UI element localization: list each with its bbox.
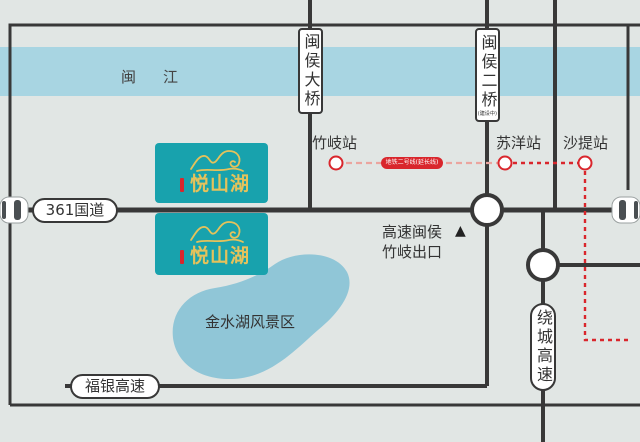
brand-seal-mark [180,178,184,192]
bridge-name: 闽侯大桥 [301,33,321,109]
logo-water-line [196,238,244,243]
jinshui-lake [172,254,350,380]
interchange-circle-minhou [470,193,504,227]
logo-mountain-line [190,150,241,170]
outer-road-frame [8,23,640,405]
brand-name: 悦山湖 [189,245,250,267]
station-label-zhuqi: 竹岐站 [312,134,358,152]
brand-card-1: 悦山湖 [155,143,268,203]
road-label-raocheng: 绕城高速 [530,303,556,391]
metro-station-dot-suyang [497,155,513,171]
exit-label-line-1: 高速闽侯 [382,223,443,241]
car-rear-window [634,201,638,219]
bridge-name: 闽侯二桥 [478,33,498,110]
exit-label-line-2: 竹岐出口 [382,243,443,261]
bridge-label-minhou: 闽侯大桥 [298,28,323,114]
car-icon-right [611,196,640,224]
logo-mountain-line [190,221,241,241]
logo-water-line [196,167,244,172]
road-label-fuyin: 福银高速 [70,374,160,399]
metro-station-dot-shati [577,155,593,171]
bridge-label-minhou-second: 闽侯二桥 (建设中) [475,28,500,122]
metro-station-dot-zhuqi [328,155,344,171]
metro-line-label: 地铁二号线(延长线) [381,157,443,169]
road-name: 绕城高速 [534,309,553,385]
brand-seal-mark [180,250,184,264]
mountain-logo-icon [180,221,244,264]
interchange-circle-raocheng [526,248,560,282]
brand-name: 悦山湖 [189,173,250,195]
station-label-shati: 沙提站 [563,134,609,152]
road-label-361: 361国道 [32,198,118,223]
car-icon-left [0,196,29,224]
river-label-min: 闽 [121,68,137,86]
mountain-logo-icon [180,150,244,192]
station-label-suyang: 苏洋站 [496,134,542,152]
metro-line-extension [505,161,628,342]
car-windshield [14,200,21,220]
car-rear-window [2,201,6,219]
exit-marker-icon: ▲ [455,223,466,239]
bridge-status: (建设中) [477,110,498,116]
scenic-area-label: 金水湖风景区 [205,313,296,331]
car-windshield [619,200,626,220]
brand-card-2: 悦山湖 [155,213,268,275]
river-label-jiang: 江 [163,68,179,86]
